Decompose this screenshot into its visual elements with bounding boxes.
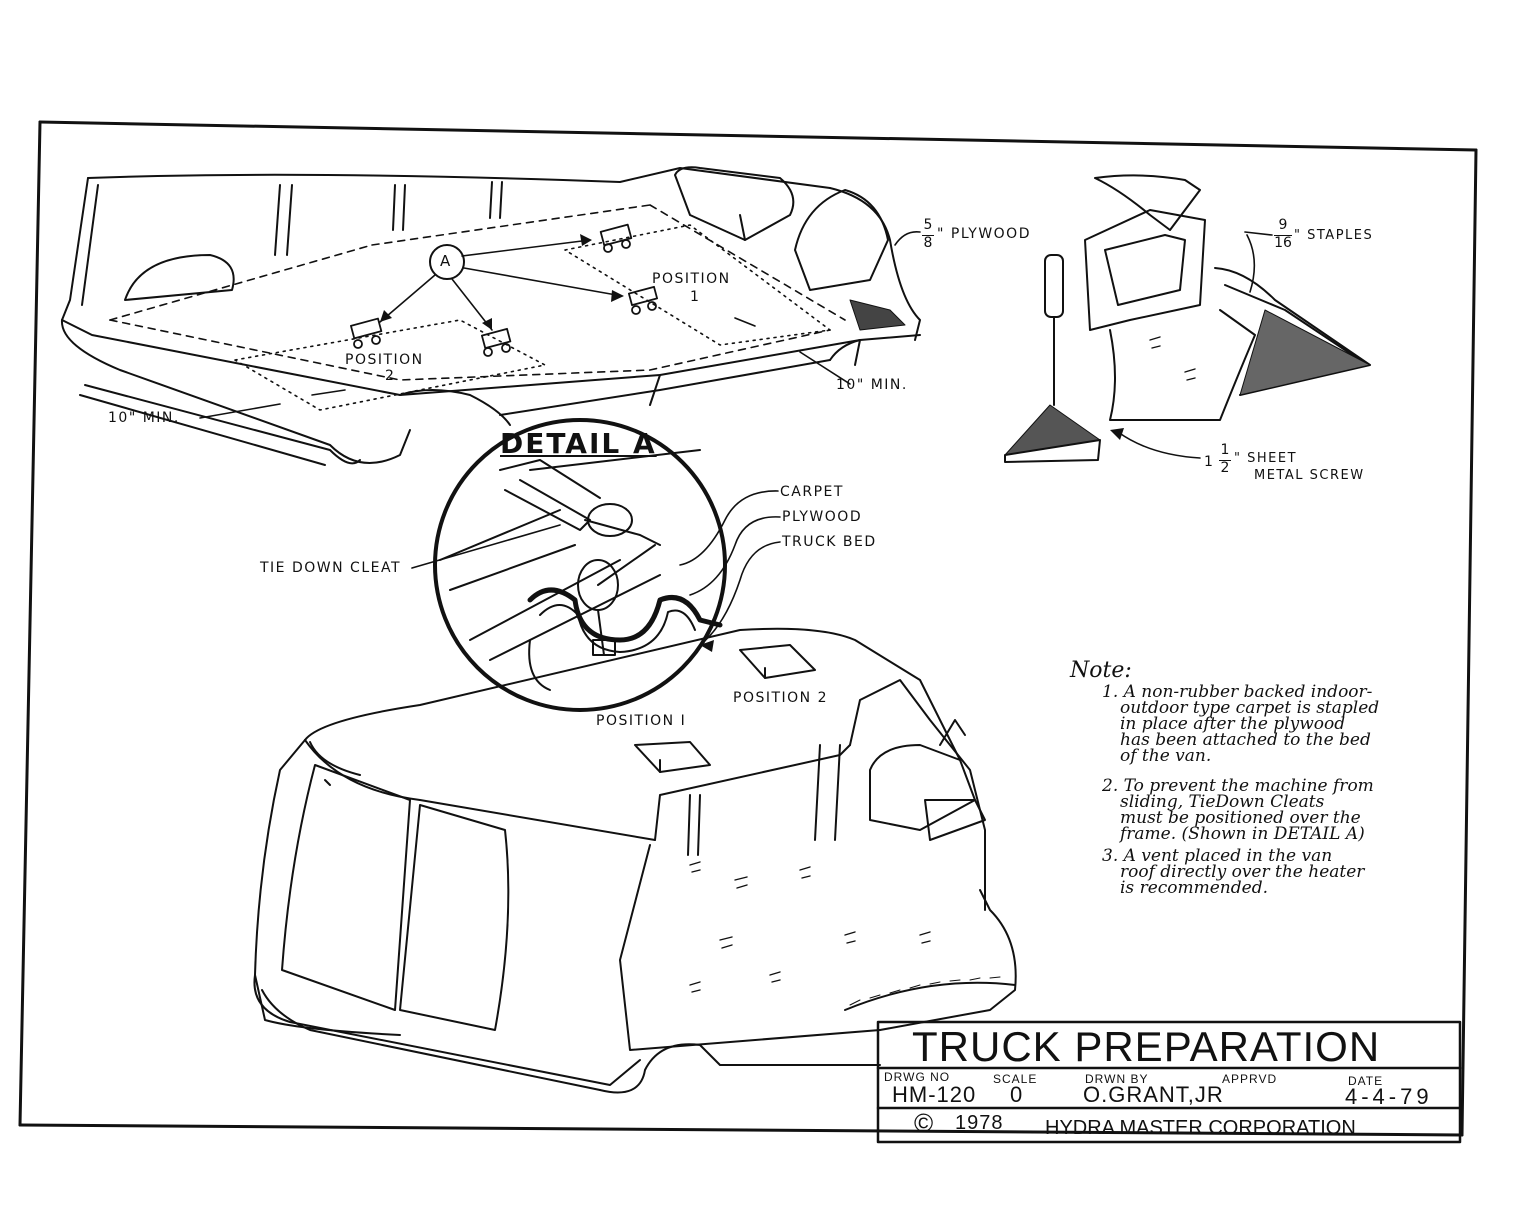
note-heading: Note:: [1070, 658, 1132, 683]
note-line: has been attached to the bed: [1120, 730, 1371, 750]
note-line: must be positioned over the: [1120, 808, 1361, 828]
scale-value: 0: [1010, 1082, 1024, 1107]
drawing-title: TRUCK PREPARATION: [912, 1023, 1381, 1070]
sheet-border: [18, 120, 1478, 1137]
copyright-year: 1978: [955, 1112, 1004, 1134]
plywood-dashed-outline: [109, 204, 846, 381]
screw-label-line1: " SHEET: [1234, 451, 1298, 466]
position-2-bottom-label: POSITION 2: [733, 690, 829, 706]
min-right-label: 10" MIN.: [836, 377, 908, 393]
detail-leaders: [411, 490, 781, 646]
screw-size-whole: 1: [1204, 454, 1215, 470]
note-item-3: 3. A vent placed in the van roof directl…: [1102, 846, 1440, 898]
position-1-bottom-label: POSITION I: [596, 713, 687, 729]
carpet-texture: [689, 336, 1196, 993]
drawn-by-value: O.GRANT,JR: [1083, 1082, 1224, 1107]
staple-ticks: [849, 976, 1001, 1006]
plywood-corner-wedge: [1239, 309, 1371, 396]
tie-down-cleat-label: TIE DOWN CLEAT: [260, 560, 402, 576]
note-line: 3. A vent placed in the van: [1102, 846, 1333, 866]
roof-cleats: [634, 644, 816, 773]
staples-label: " STAPLES: [1294, 228, 1374, 243]
drawn-by-label: DRWN BY: [1085, 1072, 1149, 1086]
note-line: of the van.: [1120, 746, 1212, 766]
note-line: 1. A non-rubber backed indoor-: [1102, 682, 1373, 702]
floor-cleats: [350, 223, 659, 357]
min-left-label: 10" MIN.: [108, 410, 180, 426]
note-line: sliding, TieDown Cleats: [1120, 792, 1325, 812]
screw-wedge: [1004, 404, 1101, 463]
note-line: 2. To prevent the machine from: [1102, 776, 1374, 796]
callout-a-leaders: [379, 239, 623, 331]
note-line: in place after the plywood: [1120, 714, 1346, 734]
callout-a-circle: [429, 244, 465, 280]
stapler-assembly: [1084, 174, 1371, 421]
note-line: outdoor type carpet is stapled: [1120, 698, 1380, 718]
plywood-fraction-denominator: 8: [922, 235, 934, 251]
min-dimension-arrows: [199, 230, 1273, 419]
position-1-number: 1: [690, 289, 701, 305]
note-line: roof directly over the heater: [1120, 862, 1365, 882]
callout-a-label: A: [440, 252, 451, 270]
screwdriver: [1044, 254, 1064, 406]
van-exterior-bottom: [253, 627, 1017, 1094]
note-line: is recommended.: [1120, 878, 1268, 898]
title-block-frame: [876, 1020, 1462, 1144]
position-areas-dotted: [234, 224, 831, 411]
date-label: DATE: [1348, 1074, 1384, 1088]
note-block: Note: 1. A non-rubber backed indoor- out…: [1070, 658, 1440, 898]
note-line: frame. (Shown in DETAIL A): [1120, 824, 1365, 844]
detail-a-title: DETAIL A: [500, 427, 657, 460]
note-item-2: 2. To prevent the machine from sliding, …: [1102, 776, 1440, 844]
scale-label: SCALE: [993, 1072, 1038, 1086]
company-name: HYDRA MASTER CORPORATION: [1045, 1117, 1356, 1139]
truck-bed-label: TRUCK BED: [782, 534, 877, 550]
approved-label: APPRVD: [1222, 1072, 1278, 1086]
carpet-label: CARPET: [780, 484, 844, 500]
position-2-label: POSITION: [345, 352, 424, 368]
screw-fraction-denominator: 2: [1219, 460, 1231, 476]
staples-fraction-denominator: 16: [1274, 235, 1292, 251]
copyright-symbol: ©: [914, 1108, 934, 1138]
plywood-label: PLYWOOD: [782, 509, 863, 525]
position-1-label: POSITION: [652, 271, 731, 287]
date-value: 4-4-79: [1345, 1084, 1433, 1109]
plywood-fraction-numerator: 5: [923, 217, 933, 233]
screw-fraction-numerator: 1: [1220, 442, 1230, 458]
staples-fraction-numerator: 9: [1278, 217, 1288, 233]
drwg-no-value: HM-120: [892, 1082, 977, 1107]
plywood-top-label: " PLYWOOD: [937, 226, 1031, 242]
position-2-number: 2: [385, 368, 396, 384]
note-item-1: 1. A non-rubber backed indoor- outdoor t…: [1102, 682, 1440, 766]
screw-label-line2: METAL SCREW: [1254, 468, 1365, 483]
drwg-no-label: DRWG NO: [884, 1070, 951, 1084]
van-floor-top-view: [60, 166, 921, 466]
